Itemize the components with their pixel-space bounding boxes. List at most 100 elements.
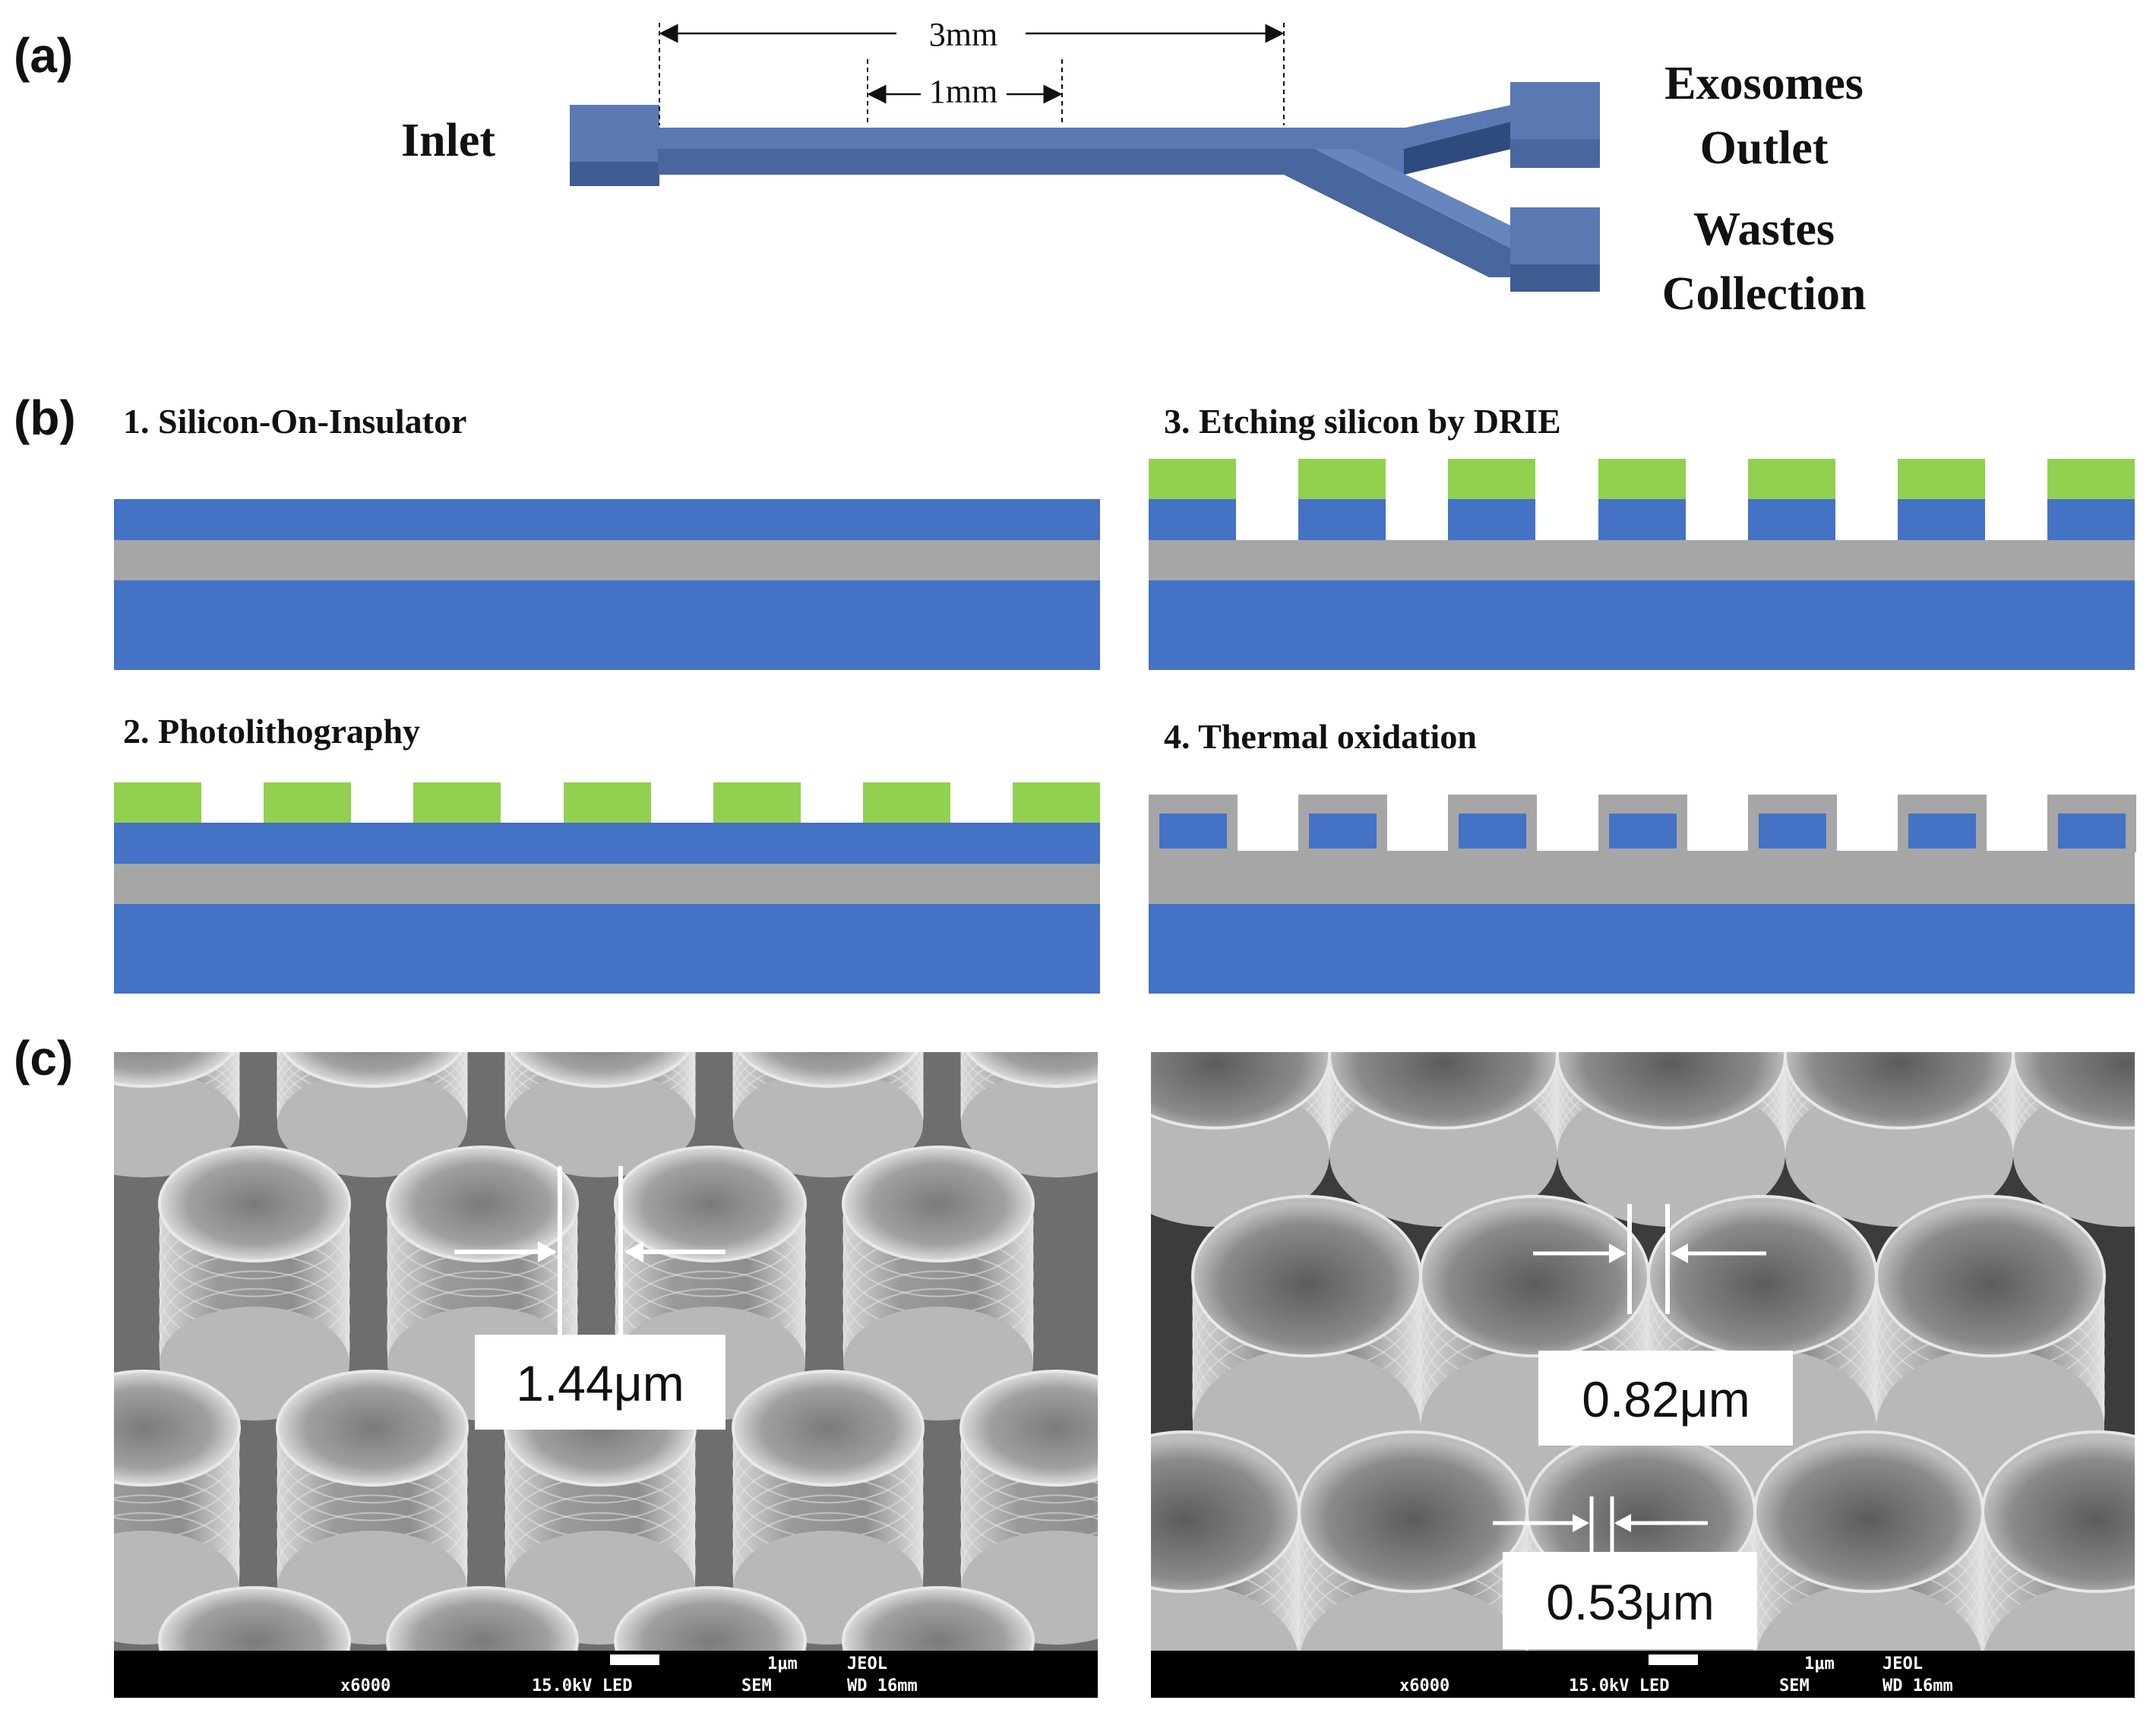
dimension-1mm: 1mm: [867, 59, 1063, 125]
oxide-layer: [1149, 540, 2135, 580]
panel-a-label: (a): [14, 28, 73, 83]
gap-value-label: 1.44μm: [516, 1355, 684, 1411]
substrate-layer: [114, 580, 1100, 670]
panel-b: (b) 1. Silicon-On-Insulator 2. Photolith…: [14, 390, 2136, 994]
scale-bar: [610, 1654, 659, 1665]
substrate-layer: [1149, 904, 2135, 994]
photoresist-pattern: [114, 782, 1100, 823]
voltage-label: 15.0kV LED: [1569, 1676, 1669, 1695]
scale-bar: [1649, 1654, 1698, 1665]
oxide-layer: [114, 864, 1100, 904]
panel-b-label: (b): [14, 390, 76, 445]
voltage-label: 15.0kV LED: [532, 1676, 632, 1695]
gap-measure-left: 1.44μm: [454, 1166, 726, 1430]
step-4: 4. Thermal oxidation: [1149, 717, 2136, 994]
substrate-layer: [114, 904, 1100, 994]
working-distance-label: WD 16mm: [1883, 1676, 1953, 1695]
photoresist-pad: [1013, 782, 1100, 823]
waste-outlet-port: [1510, 207, 1600, 292]
photoresist-pad: [1748, 459, 1835, 499]
pillar: [1151, 1430, 1301, 1698]
pillar: [732, 1052, 924, 1177]
photoresist-pad: [713, 782, 801, 823]
silicon-pillar: [2047, 499, 2135, 540]
step-1: 1. Silicon-On-Insulator: [114, 402, 1100, 670]
panel-a: (a) Inlet: [14, 16, 1866, 320]
silicon-pillar: [1298, 499, 1386, 540]
scale-label: 1μm: [1804, 1654, 1835, 1673]
exosome-outlet-port: [1510, 82, 1600, 168]
panel-c: (c) 1.44μm 1μm JEOL x6000 15.0k: [14, 1031, 2135, 1698]
oxide-layer: [114, 540, 1100, 580]
pillar: [1328, 1052, 1559, 1227]
pillar: [504, 1052, 696, 1177]
pillar: [2012, 1052, 2135, 1227]
photoresist-pad: [1898, 459, 1985, 499]
photoresist-pad: [1448, 459, 1535, 499]
mode-label: SEM: [1779, 1676, 1810, 1695]
outlet-label: Outlet: [1700, 122, 1829, 174]
waste-branch: [1284, 149, 1516, 277]
step-3-title: 3. Etching silicon by DRIE: [1164, 402, 1561, 441]
pillar: [1784, 1052, 2015, 1227]
magnification-label: x6000: [1399, 1676, 1449, 1695]
pillar: [960, 1052, 1098, 1177]
oxide-layer: [1149, 851, 2135, 904]
photoresist-pad: [564, 782, 651, 823]
panel-c-label: (c): [14, 1031, 73, 1086]
etched-pillars: [1149, 459, 2135, 540]
photoresist-pad: [413, 782, 501, 823]
silicon-core: [2058, 814, 2126, 849]
silicon-pillar: [1748, 499, 1835, 540]
sem-info-bar: 1μm JEOL x6000 15.0kV LED SEM WD 16mm: [1151, 1651, 2135, 1698]
gap-value-top-label: 0.82μm: [1582, 1371, 1750, 1427]
dimension-3mm-label: 3mm: [929, 16, 997, 53]
photoresist-pad: [2047, 459, 2135, 499]
photoresist-pad: [1149, 459, 1236, 499]
gap-measure-right-top: 0.82μm: [1533, 1204, 1793, 1446]
working-distance-label: WD 16mm: [847, 1676, 918, 1695]
pillar: [1298, 1430, 1528, 1698]
sem-info-bar: 1μm JEOL x6000 15.0kV LED SEM WD 16mm: [114, 1651, 1098, 1698]
silicon-core: [1908, 814, 1976, 849]
photoresist-pad: [863, 782, 950, 823]
silicon-pillar: [1898, 499, 1985, 540]
top-silicon-layer: [114, 823, 1100, 864]
magnification-label: x6000: [340, 1676, 390, 1695]
main-channel: [658, 128, 1285, 175]
pillar: [1151, 1052, 1331, 1227]
dimension-3mm: 3mm: [659, 16, 1285, 125]
collection-label: Collection: [1662, 268, 1867, 320]
silicon-core: [1159, 814, 1227, 849]
maker-label: JEOL: [1883, 1654, 1923, 1673]
silicon-core: [1459, 814, 1526, 849]
inlet-label: Inlet: [401, 115, 495, 166]
photoresist-pad: [264, 782, 351, 823]
silicon-core: [1759, 814, 1826, 849]
photoresist-pad: [1598, 459, 1686, 499]
photoresist-pad: [114, 782, 201, 823]
inlet-port: [570, 105, 659, 186]
pillar: [114, 1052, 240, 1177]
step-1-title: 1. Silicon-On-Insulator: [123, 402, 466, 441]
pillar: [276, 1370, 469, 1645]
scale-label: 1μm: [767, 1654, 798, 1673]
photoresist-pad: [1298, 459, 1386, 499]
mode-label: SEM: [741, 1676, 772, 1695]
step-2-title: 2. Photolithography: [123, 712, 420, 751]
pillar: [1556, 1052, 1787, 1227]
silicon-pillar: [1149, 499, 1236, 540]
sem-image-left: 1.44μm 1μm JEOL x6000 15.0kV LED SEM WD …: [114, 1052, 1098, 1698]
step-2: 2. Photolithography: [114, 712, 1100, 994]
silicon-core: [1309, 814, 1377, 849]
gap-measure-right-bottom: 0.53μm: [1493, 1496, 1757, 1649]
sem-image-right: 0.82μm 0.53μm 1μm JEOL x6000 15.0kV LED …: [1151, 1052, 2135, 1698]
gap-value-bottom-label: 0.53μm: [1546, 1574, 1714, 1630]
dimension-1mm-label: 1mm: [929, 73, 997, 110]
silicon-pillar: [1598, 499, 1686, 540]
substrate-layer: [1149, 580, 2135, 670]
step-4-title: 4. Thermal oxidation: [1164, 717, 1477, 756]
oxidized-pillars: [1149, 795, 2136, 852]
exosomes-label: Exosomes: [1664, 58, 1864, 109]
